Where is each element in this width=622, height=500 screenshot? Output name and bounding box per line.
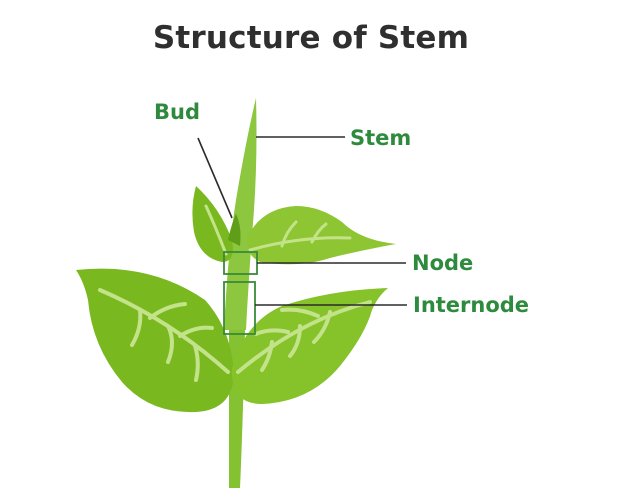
- small-leaf-veins: [204, 204, 352, 256]
- internode-label: Internode: [413, 293, 530, 317]
- internode-box: [223, 281, 256, 335]
- stem-label: Stem: [350, 126, 412, 150]
- large-right-leaf: [231, 288, 388, 404]
- right-leaf-veins: [236, 300, 372, 374]
- small-right-leaf: [247, 206, 396, 265]
- upper-stem: [224, 98, 257, 330]
- large-left-leaf: [76, 268, 234, 413]
- left-leaf-veins: [98, 288, 230, 382]
- bud-label: Bud: [154, 100, 200, 124]
- bud-leader-line: [197, 137, 233, 219]
- page-title: Structure of Stem: [152, 20, 470, 56]
- node-label: Node: [412, 251, 474, 275]
- bud-shape: [228, 214, 241, 246]
